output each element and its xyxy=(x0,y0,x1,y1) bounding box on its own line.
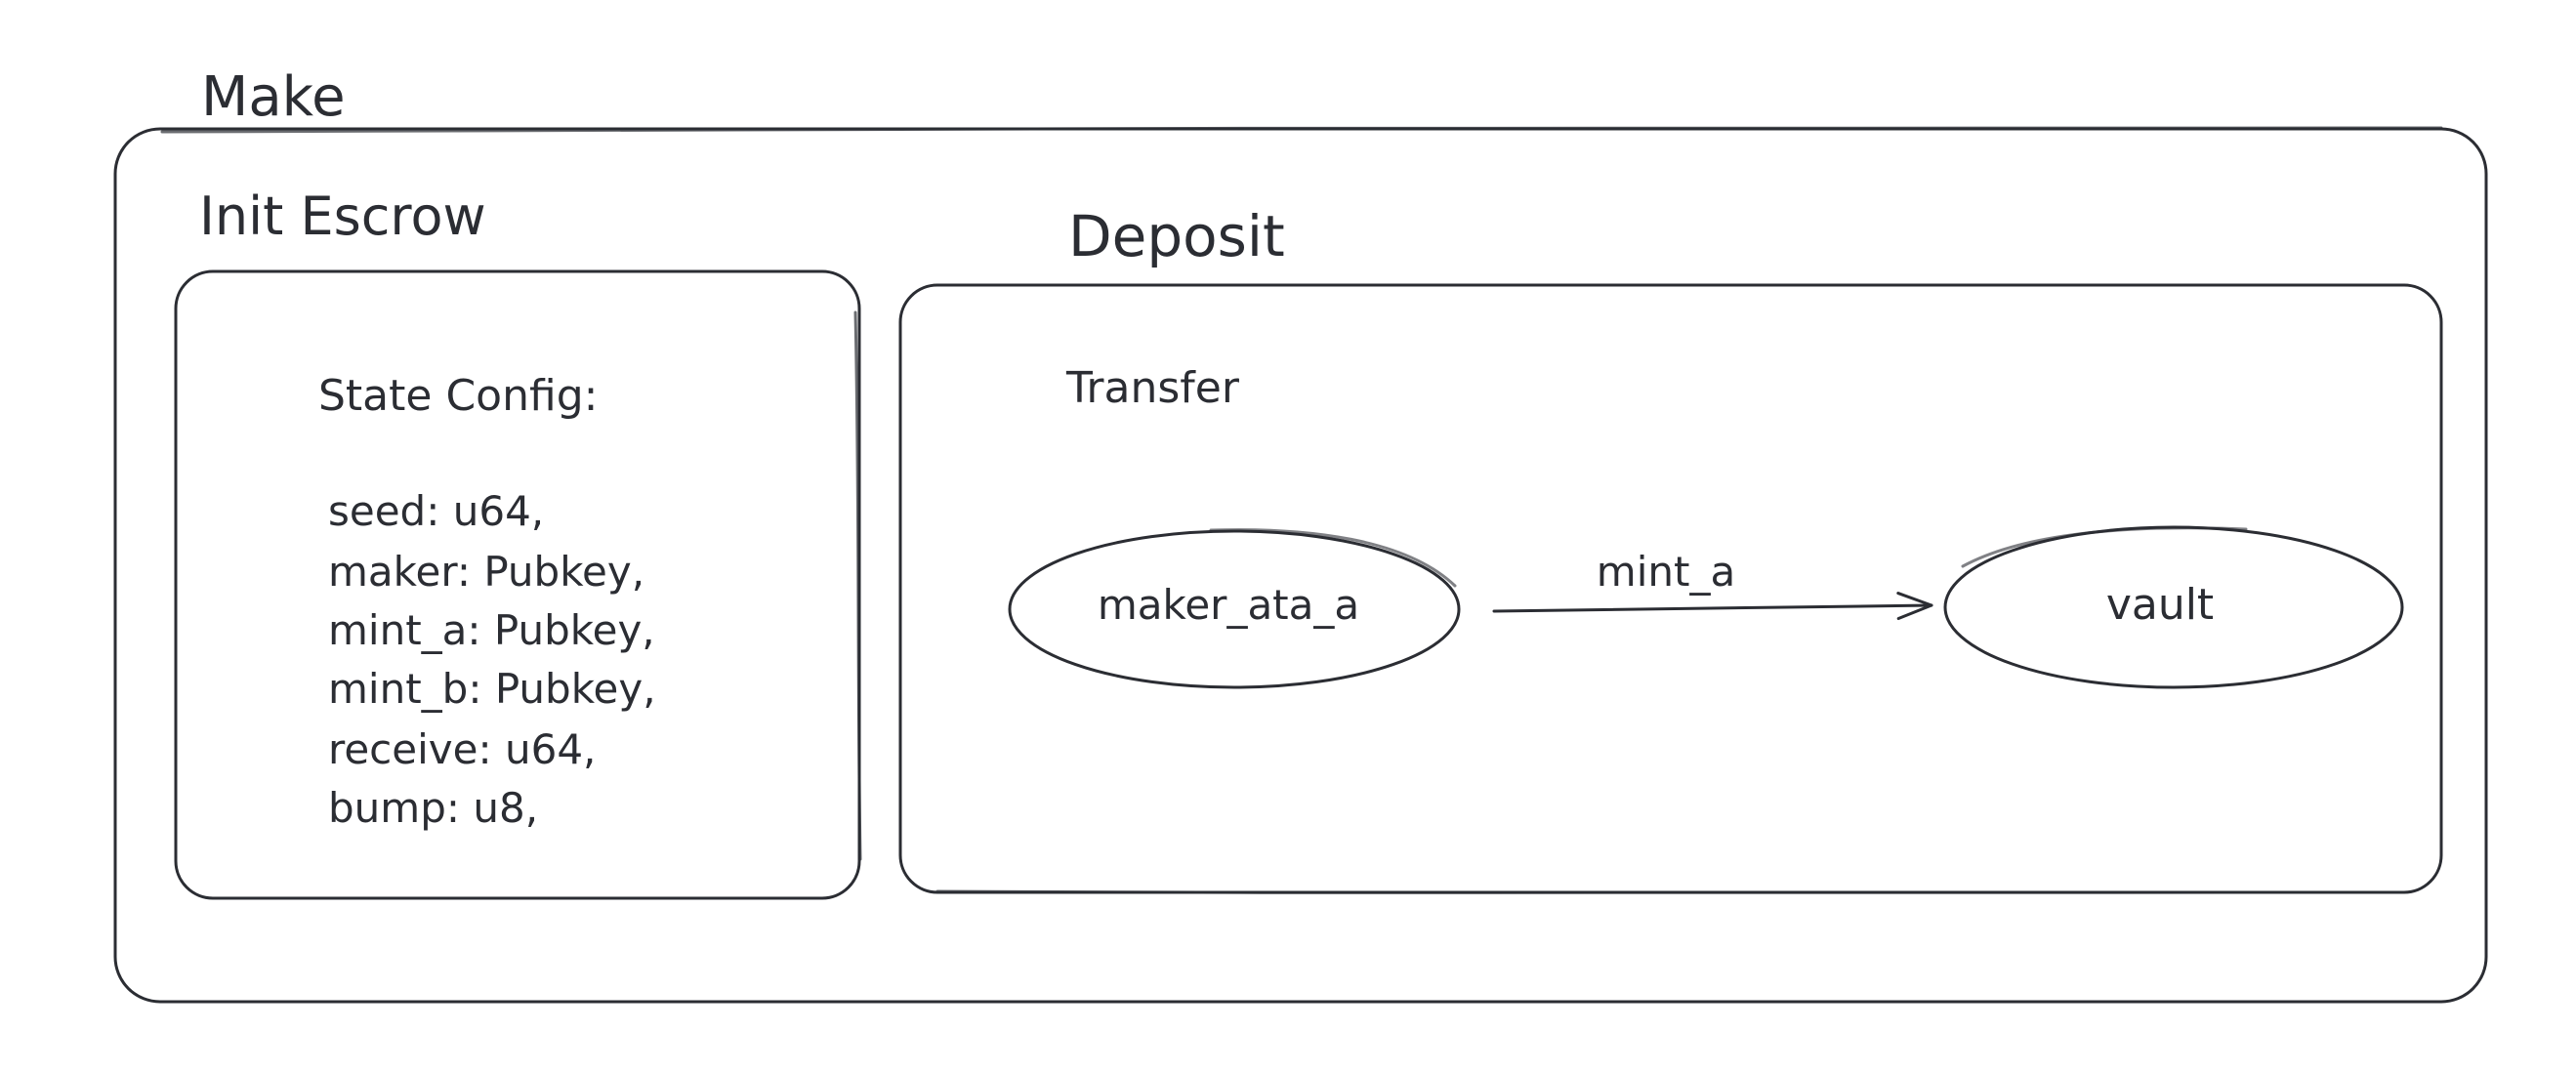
state-field: mint_b: Pubkey, xyxy=(328,665,656,713)
source-node-label: maker_ata_a xyxy=(1098,581,1359,629)
state-field: receive: u64, xyxy=(328,725,596,773)
transfer-edge-label: mint_a xyxy=(1597,548,1735,596)
deposit-group: Deposit Transfer maker_ata_a mint_a vaul… xyxy=(898,203,2443,894)
init-escrow-box-sketch-stroke xyxy=(853,310,862,861)
make-container-sketch-stroke xyxy=(160,126,2443,134)
state-field: maker: Pubkey, xyxy=(328,548,644,596)
state-config-heading: State Config: xyxy=(318,371,598,421)
target-node-sketch-stroke xyxy=(1961,526,2248,568)
state-field: bump: u8, xyxy=(328,784,538,832)
transfer-edge: mint_a xyxy=(1492,548,1933,621)
state-field: mint_a: Pubkey, xyxy=(328,606,655,654)
init-escrow-title: Init Escrow xyxy=(199,186,486,247)
source-node: maker_ata_a xyxy=(1008,528,1461,689)
transfer-arrow xyxy=(1492,592,1933,621)
make-group: Make xyxy=(113,65,2488,1004)
state-config-fields: seed: u64, maker: Pubkey, mint_a: Pubkey… xyxy=(328,487,656,832)
source-node-sketch-stroke xyxy=(1209,528,1457,588)
state-field: seed: u64, xyxy=(328,487,544,535)
make-title: Make xyxy=(201,65,346,129)
deposit-title: Deposit xyxy=(1068,203,1285,269)
transfer-label: Transfer xyxy=(1065,363,1240,413)
init-escrow-group: Init Escrow State Config: seed: u64, mak… xyxy=(174,186,862,900)
target-node-label: vault xyxy=(2106,580,2214,630)
target-node: vault xyxy=(1943,525,2404,689)
deposit-box-sketch-stroke xyxy=(935,889,2406,894)
